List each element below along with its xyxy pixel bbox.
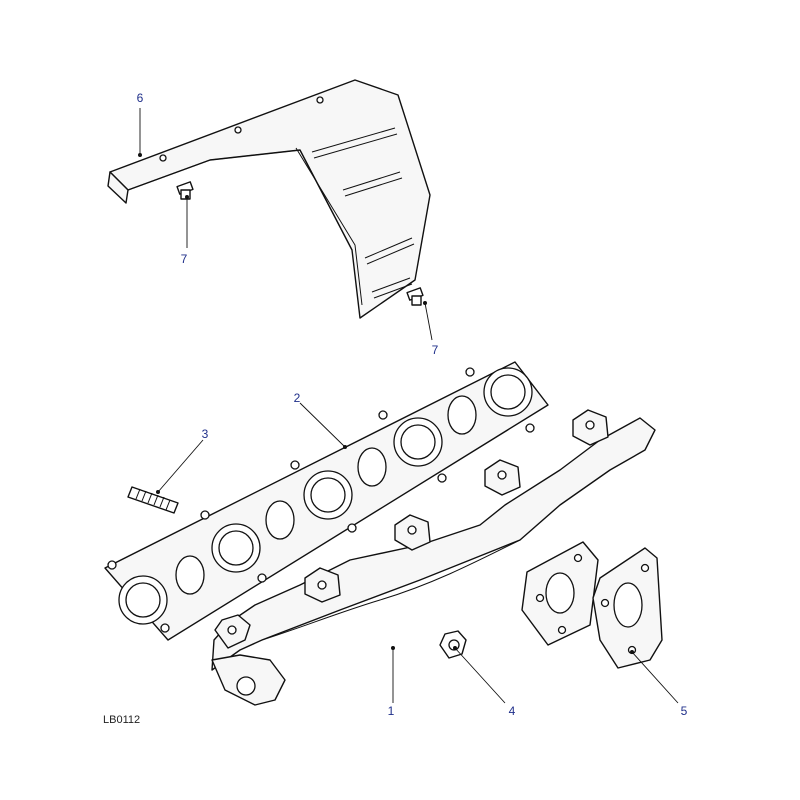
leader-lines <box>138 108 679 704</box>
downpipe-gasket <box>592 547 663 669</box>
manifold-stud <box>127 486 179 514</box>
drawing-code: LB0112 <box>103 714 140 726</box>
exhaust-manifold <box>211 409 656 706</box>
manifold-gasket <box>104 361 549 641</box>
callout-1: 1 <box>388 704 395 718</box>
callout-2: 2 <box>294 391 301 405</box>
callout-5: 5 <box>681 704 688 718</box>
heat-shield <box>107 79 431 319</box>
callout-7-upper: 7 <box>181 252 188 266</box>
callout-3: 3 <box>202 427 209 441</box>
heat-shield-bolt-lower <box>406 287 424 306</box>
manifold-nut <box>439 630 467 659</box>
callout-6: 6 <box>137 91 144 105</box>
callout-4: 4 <box>509 704 516 718</box>
heat-shield-bolt-upper <box>176 181 194 200</box>
callout-7-lower: 7 <box>432 343 439 357</box>
